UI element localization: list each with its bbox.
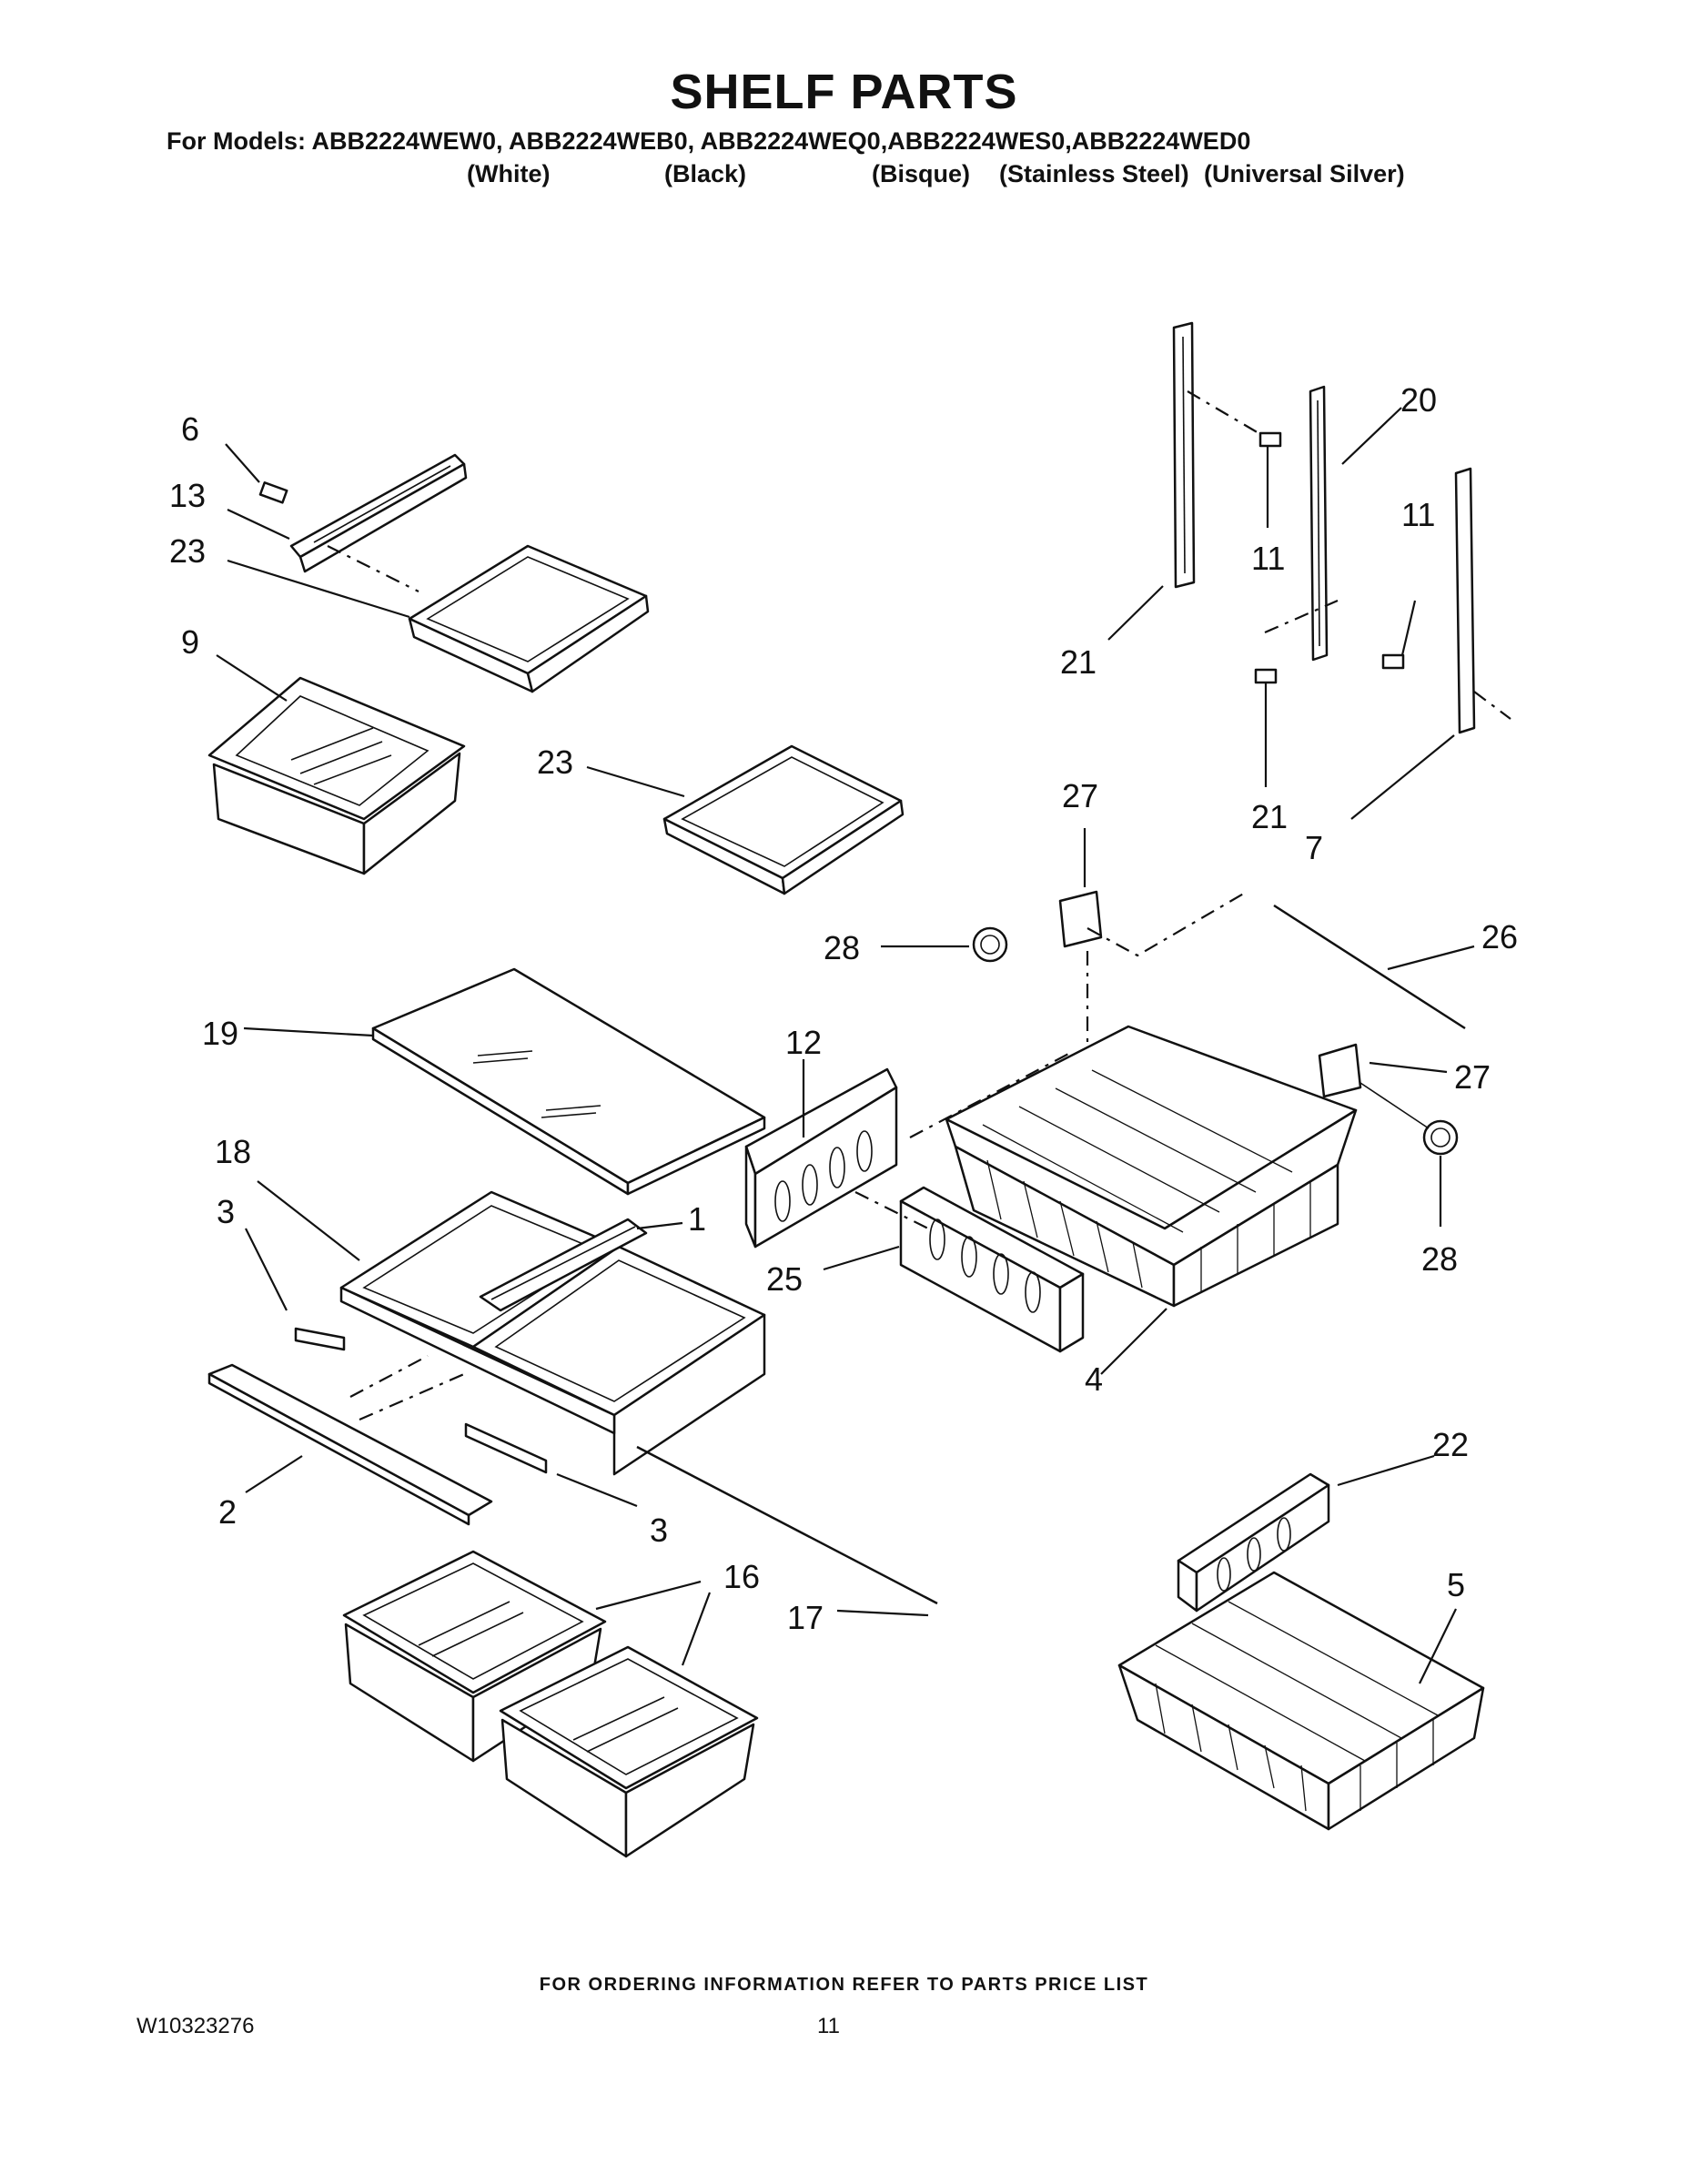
document-id: W10323276 [136, 2014, 255, 2038]
shelf-frame-upper [227, 544, 650, 693]
crisper-drawers-16 [342, 1550, 759, 1858]
callout-7: 21 [1251, 798, 1288, 835]
callout-3-right: 3 [650, 1512, 668, 1549]
shelf-slide-rail [225, 443, 468, 592]
bracket-and-gear-right [1318, 1043, 1459, 1227]
rod-17 [636, 1445, 938, 1617]
crisper-cover-frame-18 [257, 1180, 766, 1476]
clips-3 [245, 1228, 638, 1508]
wire-basket-4 [945, 1025, 1358, 1375]
callout-22: 22 [1432, 1426, 1469, 1463]
callout-6: 6 [181, 410, 199, 448]
variant-black: (Black) [664, 160, 747, 187]
callout-23-middle: 23 [537, 743, 573, 781]
models-line: For Models: ABB2224WEW0, ABB2224WEB0, AB… [167, 127, 1251, 155]
shelf-frame-middle [586, 744, 905, 895]
callout-28-right: 28 [1421, 1240, 1458, 1278]
callout-13: 13 [169, 477, 206, 514]
ordering-note: FOR ORDERING INFORMATION REFER TO PARTS … [539, 1975, 1149, 1995]
glass-shelf-19 [243, 967, 766, 1196]
callout-11-right: 11 [1401, 496, 1435, 533]
variant-universal-silver: (Universal Silver) [1204, 160, 1405, 187]
front-trim-2 [207, 1363, 493, 1526]
callout-4: 4 [1085, 1360, 1103, 1398]
bracket-and-gear-upper [881, 828, 1248, 1074]
callout-9: 9 [181, 623, 199, 661]
callout-27-upper: 27 [1062, 777, 1098, 814]
divider-12 [744, 1050, 1075, 1249]
callout-23-upper: 23 [169, 532, 206, 570]
callout-2: 2 [218, 1493, 237, 1531]
shelf-rails [1107, 321, 1511, 820]
callout-21-left: 21 [1060, 643, 1097, 681]
callout-21-right: 7 [1305, 829, 1323, 866]
callout-27-right: 27 [1454, 1058, 1491, 1096]
callout-20: 20 [1400, 381, 1437, 419]
rod-26 [1273, 904, 1475, 1030]
basket-divider-25 [823, 1186, 1085, 1353]
variant-white: (White) [467, 160, 551, 187]
variant-stainless-steel: (Stainless Steel) [999, 160, 1189, 187]
callout-25: 25 [766, 1260, 803, 1298]
page-number: 11 [817, 2014, 840, 2038]
callout-16: 16 [723, 1558, 760, 1595]
callout-12: 12 [785, 1024, 822, 1061]
page-title: SHELF PARTS [670, 65, 1018, 119]
callout-26: 26 [1481, 918, 1518, 956]
callout-17: 17 [787, 1599, 824, 1636]
callout-28-upper: 28 [824, 929, 860, 966]
callout-5: 5 [1447, 1566, 1465, 1603]
callout-3-left: 3 [217, 1193, 235, 1230]
callout-19: 19 [202, 1015, 238, 1052]
callout-1: 1 [688, 1200, 706, 1238]
wire-basket-5 [1117, 1571, 1485, 1831]
callout-18: 18 [215, 1133, 251, 1170]
callout-11-upper: 11 [1251, 540, 1285, 577]
crisper-drawer-9 [207, 654, 466, 875]
variant-bisque: (Bisque) [872, 160, 970, 187]
